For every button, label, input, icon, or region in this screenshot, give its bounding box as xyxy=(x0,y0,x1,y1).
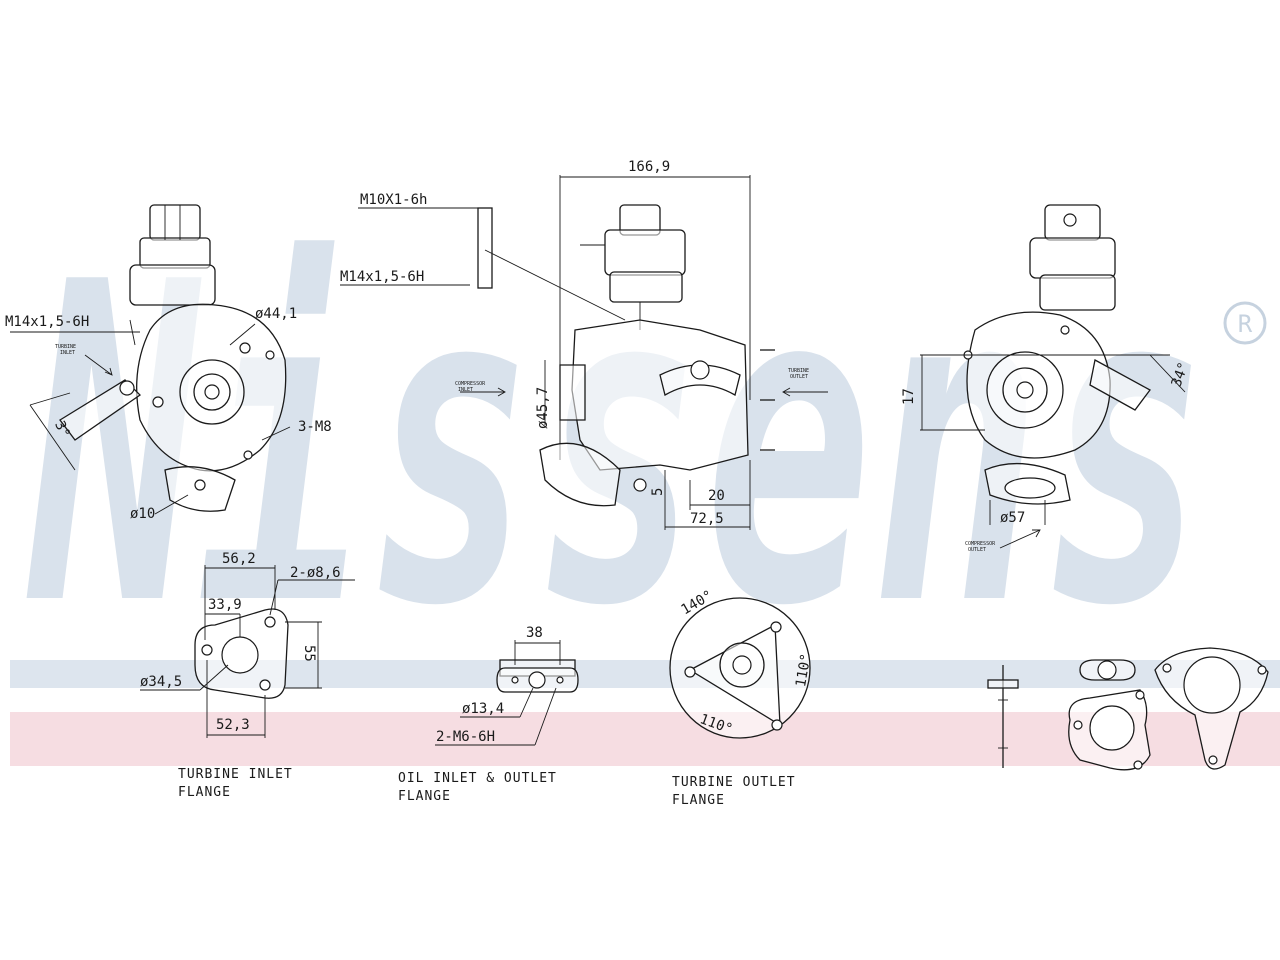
oil-thread-label: 2-M6-6H xyxy=(436,729,495,745)
svg-text:TURBINE: TURBINE xyxy=(788,368,809,374)
turbine-inlet-flange: 56,2 2-ø8,6 33,9 55 ø34,5 52,3 TURBINE I… xyxy=(140,551,355,800)
svg-text:OUTLET: OUTLET xyxy=(968,547,986,553)
oil-pipe-left xyxy=(59,379,142,441)
left-bolts-label: 3-M8 xyxy=(298,419,332,435)
inlet-offset-label: 33,9 xyxy=(208,597,242,613)
oil-caption-2: FLANGE xyxy=(398,789,451,804)
outlet-caption-1: TURBINE OUTLET xyxy=(672,775,796,790)
inlet-spacing-label: 52,3 xyxy=(216,717,250,733)
right-height-label: 17 xyxy=(901,388,917,405)
center-height-label: ø45,7 xyxy=(535,387,551,429)
svg-text:COMPRESSOR: COMPRESSOR xyxy=(965,541,996,547)
oil-gasket xyxy=(1079,659,1136,681)
left-view: TURBINE INLET M14x1,5-6H ø44,1 3-M8 ø10 … xyxy=(5,204,332,522)
svg-text:INLET: INLET xyxy=(60,350,75,356)
shaft-core-left xyxy=(204,384,220,400)
inlet-caption-2: FLANGE xyxy=(178,785,231,800)
inlet-holes-label: 2-ø8,6 xyxy=(290,565,341,581)
left-pin-label: ø10 xyxy=(130,506,155,522)
center-offset-label: 20 xyxy=(708,488,725,504)
right-view: 17 34° ø57 COMPRESSOR OUTLET xyxy=(901,204,1192,553)
registered-letter: R xyxy=(1238,310,1253,338)
center-housing xyxy=(571,319,749,471)
center-thread-bottom-label: M14x1,5-6H xyxy=(340,269,424,285)
center-width-label: 166,9 xyxy=(628,159,670,175)
left-angle-label: 3° xyxy=(51,419,73,441)
svg-text:TURBINE: TURBINE xyxy=(55,344,76,350)
outlet-angle-right-label: 110° xyxy=(793,652,815,688)
inlet-caption-1: TURBINE INLET xyxy=(178,767,293,782)
center-gap-label: 5 xyxy=(650,488,666,496)
inlet-gasket xyxy=(1068,689,1151,771)
right-diameter-label: ø57 xyxy=(1000,510,1025,526)
inlet-height-label: 55 xyxy=(301,645,317,662)
left-diameter-label: ø44,1 xyxy=(255,306,297,322)
outlet-caption-2: FLANGE xyxy=(672,793,725,808)
inlet-bore-label: ø34,5 xyxy=(140,674,182,690)
center-thread-top-label: M10X1-6h xyxy=(360,192,427,208)
oil-flange: 38 ø13,4 2-M6-6H OIL INLET & OUTLET FLAN… xyxy=(398,625,579,804)
oil-caption-1: OIL INLET & OUTLET xyxy=(398,771,557,786)
center-view: 166,9 M10X1-6h M14x1,5-6H 20 72,5 5 xyxy=(340,159,828,530)
left-thread-label: M14x1,5-6H xyxy=(5,314,89,330)
kit-parts xyxy=(987,647,1269,771)
outlet-gasket xyxy=(1154,647,1269,770)
inlet-width-label: 56,2 xyxy=(222,551,256,567)
oil-bore-label: ø13,4 xyxy=(462,701,504,717)
center-depth-label: 72,5 xyxy=(690,511,724,527)
svg-text:INLET: INLET xyxy=(458,387,473,393)
svg-text:OUTLET: OUTLET xyxy=(790,374,808,380)
registered-mark xyxy=(1223,301,1267,345)
watermark-band-pink xyxy=(10,712,1280,766)
oil-width-label: 38 xyxy=(526,625,543,641)
stud-bolt xyxy=(987,665,1019,768)
actuator-left xyxy=(129,204,216,306)
svg-text:COMPRESSOR: COMPRESSOR xyxy=(455,381,486,387)
